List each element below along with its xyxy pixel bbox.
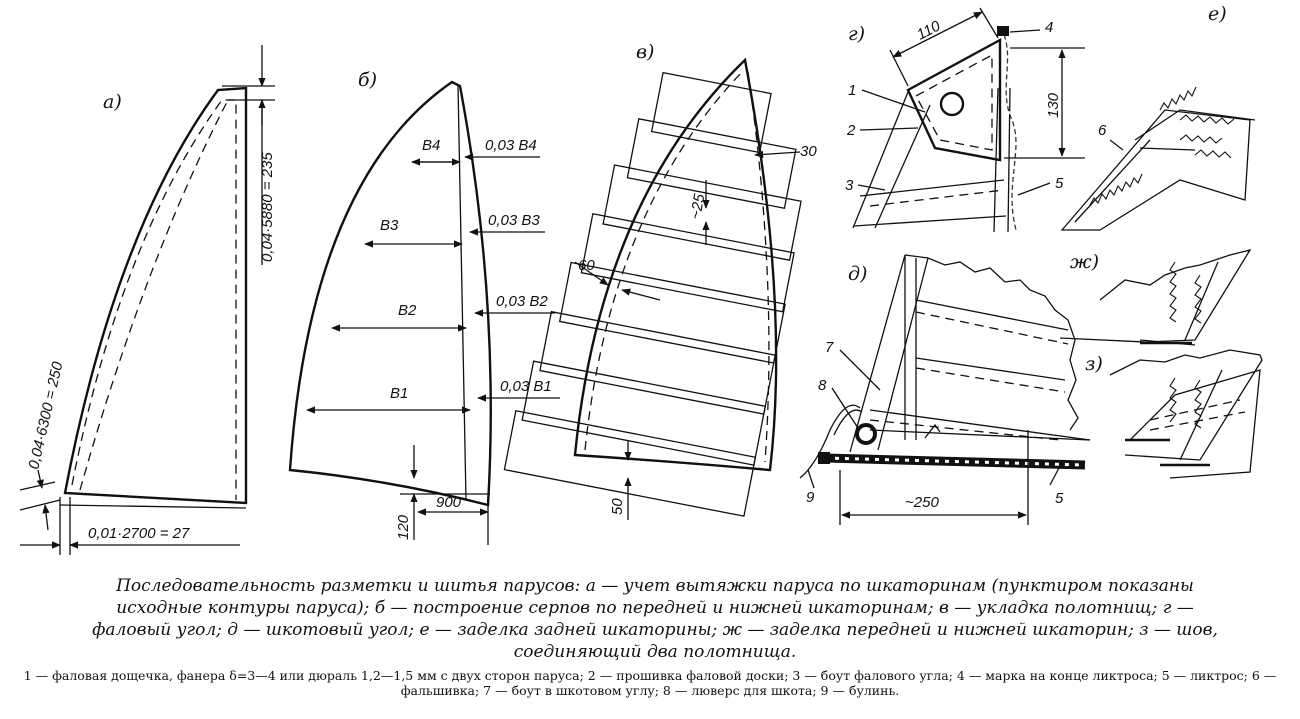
panel-d-label: д) <box>848 263 867 285</box>
panel-a-label: а) <box>103 91 122 113</box>
zigzag-stitch <box>1089 173 1143 206</box>
zigzag-stitch <box>1179 114 1235 125</box>
panel-d-n5: 5 <box>1055 490 1064 507</box>
panel-b-sail-outline <box>288 80 492 507</box>
seam-cloth-top <box>1109 349 1263 461</box>
panel-g-n4: 4 <box>1045 19 1053 36</box>
panel-zh-label: ж) <box>1070 251 1099 273</box>
panel-a-dim-top: 0,04·5880 = 235 <box>259 152 276 262</box>
headboard-hole <box>939 91 965 117</box>
figure-caption: Последовательность разметки и шитья пару… <box>92 576 1218 662</box>
cloth <box>580 213 795 313</box>
seam-cloth-bottom <box>1129 369 1261 479</box>
panel-b-label: б) <box>358 69 377 91</box>
zigzag-stitch <box>1159 86 1197 111</box>
zigzag-stitch <box>1194 149 1232 159</box>
panel-g-n1: 1 <box>848 82 856 99</box>
panel-g-dim-110: 110 <box>914 17 944 43</box>
cloth <box>539 310 776 415</box>
panel-g-n5: 5 <box>1055 175 1064 192</box>
rope-end-marker <box>818 452 830 464</box>
zigzag-stitch <box>1169 377 1177 423</box>
panel-g-label: г) <box>848 23 865 45</box>
panel-d-n8: 8 <box>818 377 827 394</box>
panel-zh: ж) <box>1059 248 1252 346</box>
figure-legend: 1 — фаловая дощечка, фанера δ=3—4 или дю… <box>23 668 1277 698</box>
cloth <box>558 261 786 364</box>
rope-marker <box>997 26 1009 36</box>
panel-b-b1: B1 <box>390 385 408 402</box>
panel-g: г) 110 130 1 2 3 <box>845 7 1085 233</box>
panel-v-dim-25: ~25 <box>687 192 708 221</box>
headboard-stitching <box>915 53 993 151</box>
foot-rope <box>824 453 1086 470</box>
panel-a-dim-bottom: 0,01·2700 = 27 <box>88 525 190 542</box>
cringle <box>855 423 877 445</box>
panel-e-label: е) <box>1208 3 1227 25</box>
panel-e: е) 6 <box>1060 3 1256 231</box>
panel-b-b4: B4 <box>422 137 440 154</box>
panel-a-original-luff <box>79 99 229 491</box>
panel-d-n7: 7 <box>825 339 834 356</box>
panel-v-dim-60: 60 <box>578 257 595 274</box>
panel-b-d3: 0,03 B3 <box>488 212 540 229</box>
cloth <box>503 409 757 517</box>
panel-z-label: з) <box>1085 353 1103 375</box>
panel-v-dim-30: 30 <box>800 143 817 160</box>
panel-a: а) 0,04·5880 = 235 0,04·6300 = 250 0,01·… <box>19 45 276 555</box>
bowline <box>799 404 861 479</box>
panel-d-dim-250: ~250 <box>905 494 939 511</box>
figure-drawing: а) 0,04·5880 = 235 0,04·6300 = 250 0,01·… <box>19 3 1263 555</box>
panel-b-dim-900: 900 <box>436 494 462 511</box>
panel-b-dim-120: 120 <box>395 514 412 540</box>
panel-g-dim-130: 130 <box>1045 92 1062 118</box>
panel-v-dim-50: 50 <box>609 498 626 515</box>
cloth <box>650 71 772 154</box>
panel-a-original-outline <box>71 99 237 500</box>
luff-cloth <box>1059 248 1252 343</box>
panel-d-n9: 9 <box>806 489 815 506</box>
cloth <box>521 360 767 466</box>
panel-b-leech-chord <box>457 85 467 501</box>
panel-b-b2: B2 <box>398 302 417 319</box>
luff-rope <box>1002 31 1017 231</box>
zigzag-stitch <box>1169 261 1177 323</box>
panel-a-dim-left: 0,04·6300 = 250 <box>25 360 66 471</box>
leech-cloth <box>1060 109 1251 231</box>
cloth <box>602 164 802 261</box>
panel-b-d2: 0,03 B2 <box>496 293 548 310</box>
panel-v-label: в) <box>636 41 654 63</box>
panel-b-b3: B3 <box>380 217 399 234</box>
panel-b-d1: 0,03 B1 <box>500 378 552 395</box>
zigzag-stitch <box>1179 134 1223 144</box>
panel-g-n2: 2 <box>846 122 856 139</box>
panel-g-n3: 3 <box>845 177 854 194</box>
panel-v-dashed-leech <box>747 71 770 463</box>
panel-v-dashed-luff <box>584 71 743 451</box>
panel-v: в) 30 ~25 60 50 <box>503 41 817 520</box>
panel-b: б) B4 B3 B2 B1 0,03 B4 0,03 B3 0,03 B2 0… <box>288 69 560 545</box>
panel-v-sail-outline <box>573 57 778 472</box>
cloth-torn-edge <box>927 257 1079 431</box>
panel-b-d4: 0,03 B4 <box>485 137 537 154</box>
panel-d: д) 7 8 9 5 <box>799 254 1091 525</box>
zigzag-stitch <box>1194 274 1202 324</box>
panel-e-n6: 6 <box>1098 122 1107 139</box>
panel-z: з) <box>1085 349 1263 479</box>
panel-a-sail-outline <box>63 86 248 505</box>
